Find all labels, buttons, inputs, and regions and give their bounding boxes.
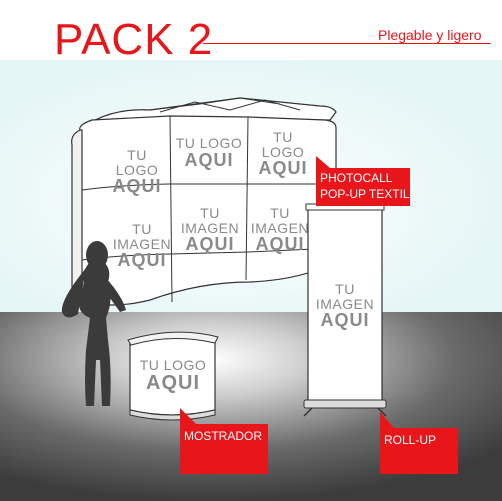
- person-silhouette: [61, 241, 126, 406]
- photocall-tag-line1: PHOTOCALL: [320, 171, 393, 185]
- rollup-base: [303, 399, 387, 409]
- booth-wall: [79, 115, 337, 306]
- page-title: PACK 2: [54, 15, 214, 64]
- booth-panel-logo-2: TU LOGO AQUI: [175, 135, 243, 170]
- title-underline: [203, 43, 491, 44]
- page-subtitle: Plegable y ligero: [378, 27, 482, 43]
- photocall-tag: PHOTOCALL POP-UP TEXTIL: [320, 170, 410, 202]
- booth-panel-logo-1: TU LOGO AQUI: [112, 147, 162, 197]
- rollup-image-placeholder: TU IMAGEN AQUI: [315, 281, 375, 331]
- rollup-tag-shape: [380, 412, 458, 474]
- mostrador-tag-shape: [180, 408, 268, 474]
- rollup-tag: ROLL-UP: [384, 433, 437, 447]
- mostrador-tag: MOSTRADOR: [184, 429, 262, 443]
- counter-top: [127, 331, 219, 346]
- booth-panel-image-3: TU IMAGEN AQUI: [250, 205, 310, 255]
- photocall-tag-line2: POP-UP TEXTIL: [320, 187, 410, 201]
- booth-panel-logo-3: TU LOGO AQUI: [258, 129, 308, 179]
- counter-logo-placeholder: TU LOGO AQUI: [139, 357, 207, 394]
- photocall-tag-shape: [316, 156, 410, 206]
- rollup-banner: [307, 207, 383, 407]
- booth-panel-image-1: TU IMAGEN AQUI: [112, 221, 172, 271]
- booth-panel-image-2: TU IMAGEN AQUI: [180, 205, 240, 255]
